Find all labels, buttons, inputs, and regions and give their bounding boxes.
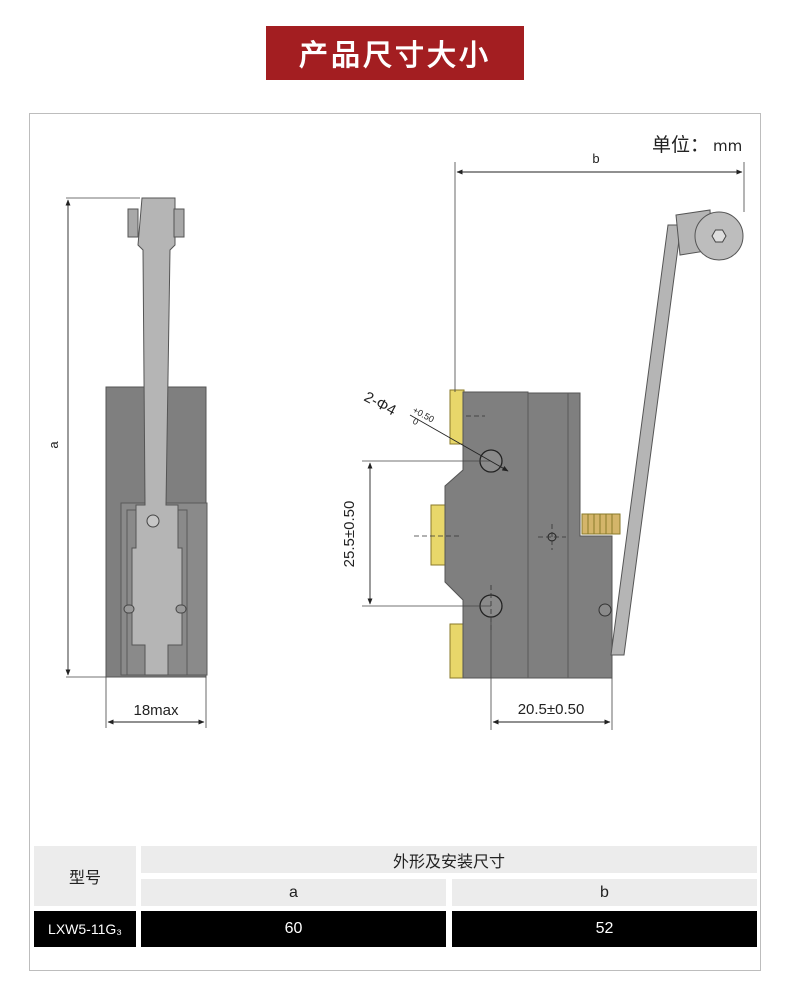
dim-hole-spacing-label: 25.5±0.50 <box>341 501 358 568</box>
unit-prefix: 单位： <box>652 134 710 156</box>
front-lever-arm <box>131 197 183 676</box>
front-roller-right <box>173 208 185 238</box>
terminal-bottom <box>449 623 465 679</box>
page-title: 产品尺寸大小 <box>266 26 524 80</box>
spring <box>581 513 621 535</box>
table-header-model: 型号 <box>34 846 136 906</box>
dim-b-label: b <box>592 151 599 166</box>
terminal-top <box>449 389 465 445</box>
hole-callout-label: 2-Φ4 <box>361 389 399 420</box>
side-lever-arm <box>610 224 682 656</box>
table-cell-model: LXW5-11G₃ <box>34 911 136 947</box>
table-cell-a: 60 <box>141 911 446 947</box>
side-view: b 25.5±0.50 20.5±0.50 2-Φ4 +0.50 0 <box>341 151 745 730</box>
drawing-frame <box>29 113 761 971</box>
terminal-middle <box>430 504 446 566</box>
hole-leader-line <box>409 414 509 472</box>
front-view: a 18max <box>46 197 208 728</box>
unit-value: mm <box>713 137 743 155</box>
hole-tol-zero: 0 <box>411 416 420 427</box>
table-header-a: a <box>141 879 446 906</box>
front-notch-left <box>123 604 135 614</box>
dim-a-label: a <box>46 441 61 449</box>
front-notch-right <box>175 604 187 614</box>
roller-nut <box>711 229 727 243</box>
dim-width-label: 18max <box>133 702 179 719</box>
table-header-group: 外形及安装尺寸 <box>141 846 757 873</box>
table-cell-b: 52 <box>452 911 757 947</box>
front-pivot-hole <box>146 514 160 528</box>
dim-offset-label: 20.5±0.50 <box>518 701 585 718</box>
unit-label: 单位：mm <box>652 130 742 157</box>
table-header-b: b <box>452 879 757 906</box>
side-small-hole <box>598 603 612 617</box>
front-roller-left <box>127 208 139 238</box>
